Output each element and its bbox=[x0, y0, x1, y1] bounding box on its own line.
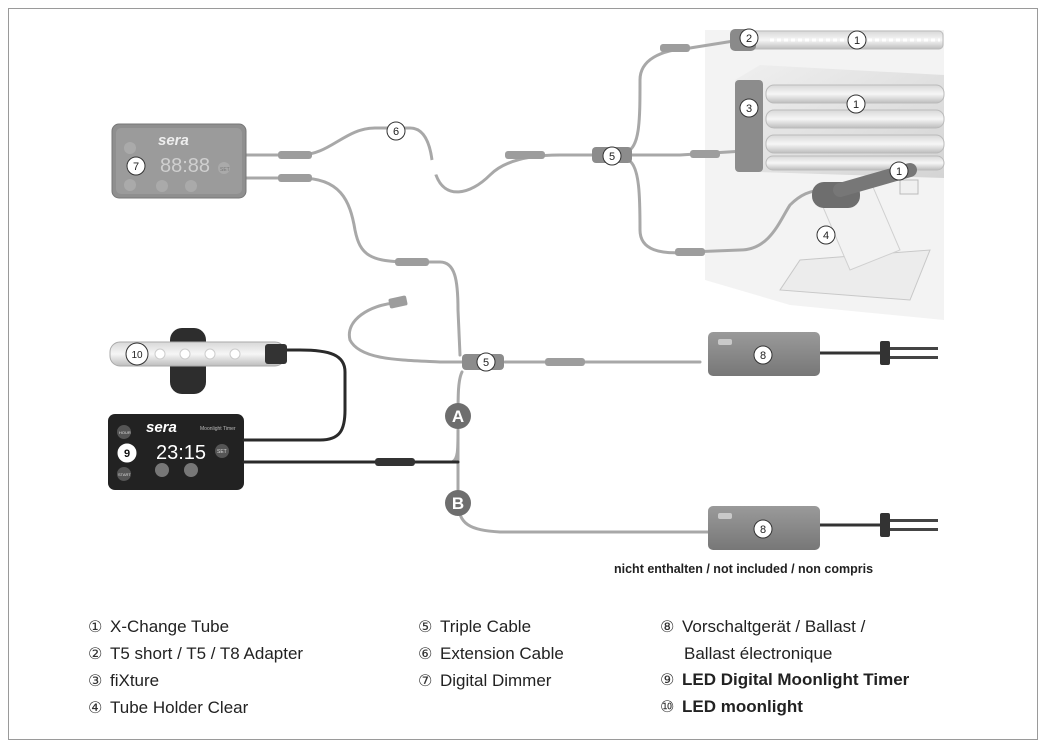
svg-text:2: 2 bbox=[746, 33, 752, 45]
svg-text:6: 6 bbox=[393, 126, 399, 138]
dimmer-set-label: SET bbox=[220, 167, 230, 173]
marker-6: 6 bbox=[387, 122, 405, 140]
legend-label: X-Change Tube bbox=[110, 617, 229, 636]
legend-number: ① bbox=[88, 615, 110, 641]
timer-brand: sera bbox=[146, 419, 177, 436]
svg-text:8: 8 bbox=[760, 524, 766, 536]
timer-set-label: SET bbox=[217, 449, 227, 455]
variant-a-badge: A bbox=[445, 403, 471, 429]
tube-with-adapter bbox=[730, 29, 943, 51]
svg-text:9: 9 bbox=[124, 448, 130, 460]
legend-label: T5 short / T5 / T8 Adapter bbox=[110, 644, 303, 663]
marker-7: 7 bbox=[127, 157, 145, 175]
marker-10: 10 bbox=[126, 343, 148, 365]
svg-text:4: 4 bbox=[823, 230, 829, 242]
legend-number: ③ bbox=[88, 669, 110, 695]
marker-5-bottom: 5 bbox=[477, 353, 495, 371]
marker-1-holder: 1 bbox=[890, 162, 908, 180]
legend-label: Triple Cable bbox=[440, 617, 531, 636]
svg-text:5: 5 bbox=[483, 357, 489, 369]
legend-number: ⑩ bbox=[660, 695, 682, 721]
legend-label: Tube Holder Clear bbox=[110, 698, 248, 717]
legend-number: ④ bbox=[88, 696, 110, 722]
marker-4: 4 bbox=[817, 226, 835, 244]
not-included-note: nicht enthalten / not included / non com… bbox=[614, 562, 873, 576]
ballast-bottom bbox=[708, 506, 938, 550]
svg-text:1: 1 bbox=[854, 35, 860, 47]
dimmer-display: 88:88 bbox=[160, 155, 210, 177]
svg-text:3: 3 bbox=[746, 103, 752, 115]
svg-text:1: 1 bbox=[853, 99, 859, 111]
legend-label: Digital Dimmer bbox=[440, 671, 551, 690]
dimmer-brand: sera bbox=[158, 132, 189, 149]
extension-dash bbox=[432, 160, 436, 176]
marker-5-top: 5 bbox=[603, 147, 621, 165]
marker-1-fixture: 1 bbox=[847, 95, 865, 113]
variant-b-badge: B bbox=[445, 490, 471, 516]
svg-text:8: 8 bbox=[760, 350, 766, 362]
timer-model: Moonlight Timer bbox=[200, 426, 236, 432]
connectors bbox=[278, 44, 720, 366]
marker-8-bottom: 8 bbox=[754, 520, 772, 538]
wiring-diagram: sera 88:88 SET sera Moonlight Timer 23:1… bbox=[0, 0, 1047, 590]
legend-number: ⑨ bbox=[660, 668, 682, 694]
svg-text:10: 10 bbox=[131, 350, 143, 361]
svg-text:1: 1 bbox=[896, 166, 902, 178]
timer-cables bbox=[244, 350, 458, 462]
legend-number: ⑤ bbox=[418, 615, 440, 641]
svg-text:5: 5 bbox=[609, 151, 615, 163]
legend-label: Vorschaltgerät / Ballast / bbox=[682, 617, 865, 636]
variant-a-label: A bbox=[452, 407, 464, 426]
legend-label: fiXture bbox=[110, 671, 159, 690]
svg-text:7: 7 bbox=[133, 161, 139, 173]
variant-b-label: B bbox=[452, 494, 464, 513]
legend-label: Ballast électronique bbox=[684, 644, 832, 663]
legend-number: ⑦ bbox=[418, 669, 440, 695]
legend-number: ② bbox=[88, 642, 110, 668]
timer-connector bbox=[375, 458, 415, 466]
timer-hour-label: HOUR bbox=[119, 430, 131, 435]
legend-number: ⑧ bbox=[660, 615, 682, 641]
legend-label: LED moonlight bbox=[682, 697, 803, 716]
legend-item: Ballast électronique bbox=[660, 641, 909, 667]
timer-start-label: START bbox=[118, 472, 131, 477]
legend-label: Extension Cable bbox=[440, 644, 564, 663]
timer-display: 23:15 bbox=[156, 442, 206, 464]
marker-2: 2 bbox=[740, 29, 758, 47]
fixture bbox=[735, 65, 944, 178]
legend-label: LED Digital Moonlight Timer bbox=[682, 670, 909, 689]
marker-1-top: 1 bbox=[848, 31, 866, 49]
marker-3: 3 bbox=[740, 99, 758, 117]
legend-number: ⑥ bbox=[418, 642, 440, 668]
marker-8-top: 8 bbox=[754, 346, 772, 364]
marker-9: 9 bbox=[118, 444, 136, 462]
